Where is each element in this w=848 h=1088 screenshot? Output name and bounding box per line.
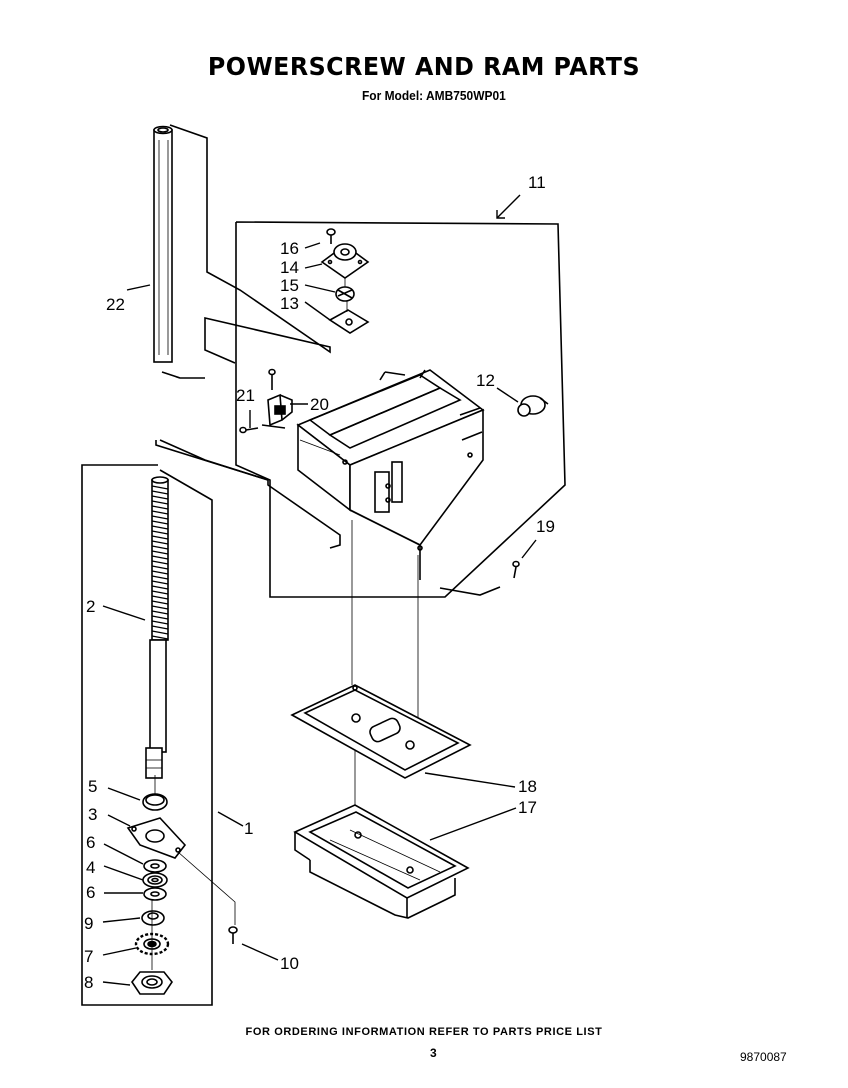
document-number: 9870087 — [740, 1050, 787, 1064]
part-6-washer-lower — [143, 887, 167, 901]
part-9-spacer — [141, 910, 165, 926]
ordering-note: FOR ORDERING INFORMATION REFER TO PARTS … — [245, 1026, 603, 1038]
callout-9: 9 — [84, 914, 93, 933]
part-10-screw — [177, 851, 238, 944]
part-20-bracket — [261, 393, 293, 429]
leader-lines — [102, 194, 537, 986]
callout-18: 18 — [518, 777, 537, 796]
page-title: POWERSCREW AND RAM PARTS — [207, 52, 641, 81]
callout-13: 13 — [280, 294, 299, 313]
part-16-screw — [326, 228, 336, 244]
callout-2: 2 — [86, 597, 95, 616]
callout-3: 3 — [88, 805, 97, 824]
callout-11: 11 — [528, 173, 546, 192]
callout-14: 14 — [280, 258, 299, 277]
callout-8: 8 — [84, 973, 93, 992]
part-4-bearing — [142, 872, 168, 888]
callout-19: 19 — [536, 517, 555, 536]
callout-12: 12 — [476, 371, 495, 390]
part-13-bracket — [328, 309, 370, 334]
part-17-pan — [293, 804, 470, 919]
callout-labels: 11 16 14 15 13 22 12 21 20 19 2 18 17 5 … — [84, 173, 555, 992]
callout-20: 20 — [310, 395, 329, 414]
callout-5: 5 — [88, 777, 97, 796]
callout-17: 17 — [518, 798, 537, 817]
part-5-nut — [142, 775, 168, 811]
callout-7: 7 — [84, 947, 93, 966]
part-21-screw — [239, 368, 276, 434]
part-19-screw — [512, 560, 520, 579]
page-number: 3 — [430, 1046, 437, 1060]
chassis-housing — [296, 369, 501, 596]
part-18-gasket — [290, 684, 472, 779]
part-15-grommet — [335, 286, 355, 302]
callout-15: 15 — [280, 276, 299, 295]
callout-1: 1 — [244, 819, 253, 838]
part-6-washer-upper — [143, 859, 167, 873]
part-12-clip — [517, 395, 549, 417]
part-1-assembly-outline — [81, 464, 213, 1006]
callout-10: 10 — [280, 954, 299, 973]
callout-16: 16 — [280, 239, 299, 258]
callout-6-lower: 6 — [86, 883, 95, 902]
callout-6-upper: 6 — [86, 833, 95, 852]
tube-guide-outline — [169, 124, 331, 364]
part-2-powerscrew — [145, 476, 169, 779]
part-3-bearing-plate — [126, 817, 187, 859]
model-subtitle: For Model: AMB750WP01 — [362, 88, 506, 103]
part-14-mount — [320, 243, 370, 279]
part-22-tube — [153, 125, 173, 363]
callout-21: 21 — [236, 386, 255, 405]
part-8-nut — [131, 971, 173, 995]
callout-22: 22 — [106, 295, 125, 314]
part-11-assembly-outline — [235, 221, 566, 598]
callout-4: 4 — [86, 858, 95, 877]
